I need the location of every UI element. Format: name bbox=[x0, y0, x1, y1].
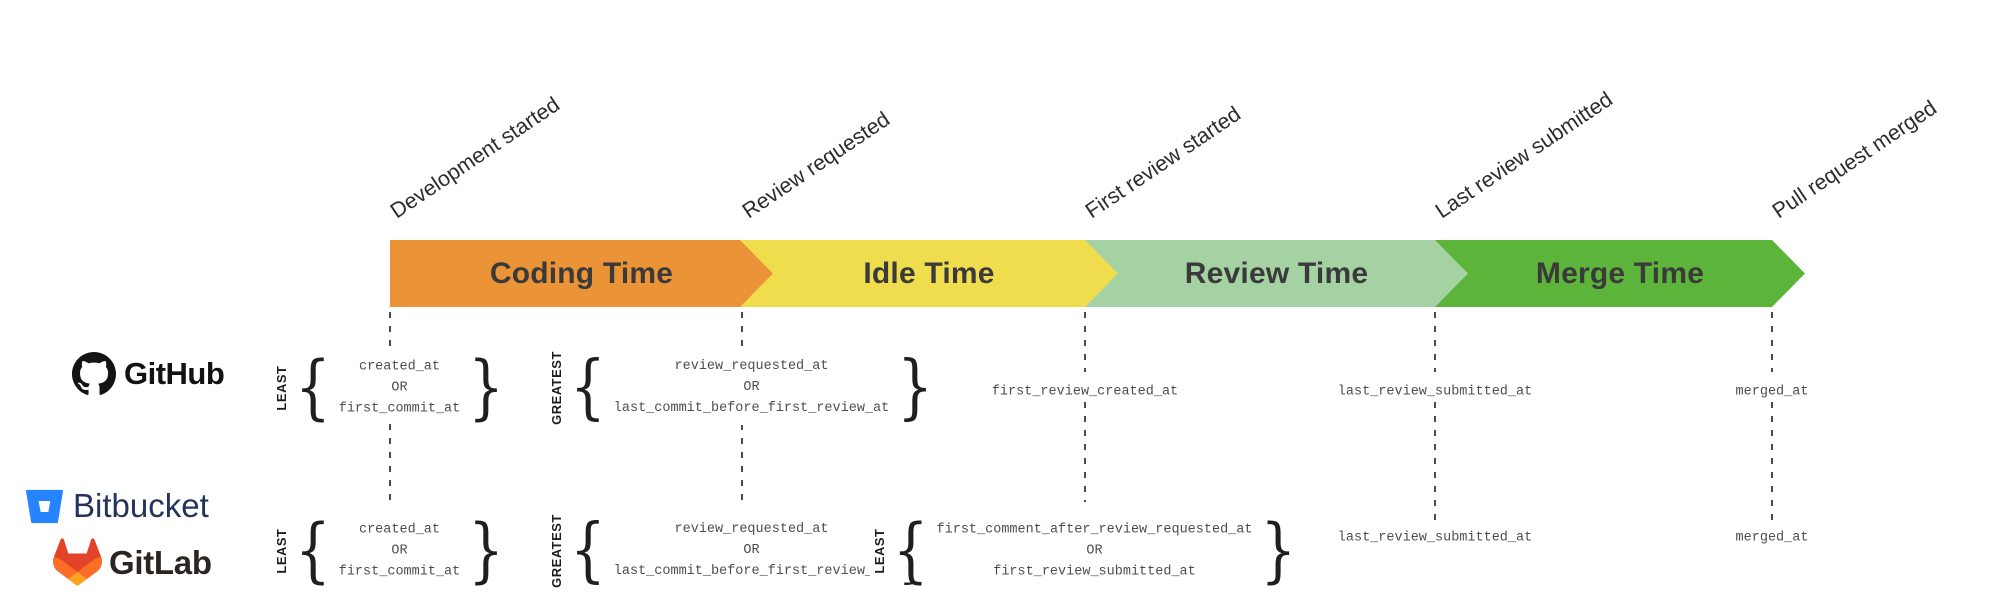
close-brace: } bbox=[897, 346, 933, 428]
bitbucket-gitlab-field-last-review-submitted-at: last_review_submitted_at bbox=[1333, 529, 1537, 547]
segment-coding-time: Coding Time bbox=[390, 240, 773, 307]
milestone-first-review-started: First review started bbox=[1081, 101, 1246, 224]
open-brace: { bbox=[295, 346, 331, 428]
dashed-line-pull-request-merged-top bbox=[1771, 312, 1773, 372]
dashed-line-development-started-top bbox=[389, 312, 391, 352]
or-operator: OR bbox=[391, 543, 408, 559]
field-first-comment-after-review-requested-at: first_comment_after_review_requested_at bbox=[936, 522, 1253, 538]
least-label: LEAST bbox=[274, 365, 290, 411]
open-brace: { bbox=[892, 509, 929, 591]
field-created-at: created_at bbox=[358, 522, 440, 538]
gitlab-logo: GitLab bbox=[52, 537, 212, 589]
segment-merge-time-label: Merge Time bbox=[1535, 256, 1705, 290]
dashed-line-first-review-started-top bbox=[1084, 312, 1086, 372]
or-operator: OR bbox=[391, 380, 408, 396]
field-first-commit-at: first_commit_at bbox=[338, 401, 461, 417]
bitbucket-wordmark: Bitbucket bbox=[73, 487, 209, 524]
github-wordmark: GitHub bbox=[124, 356, 225, 391]
field-last-commit-before-first-review-at: last_commit_before_first_review_at bbox=[613, 401, 890, 417]
dashed-line-first-review-started-bottom bbox=[1084, 402, 1086, 502]
field-review-requested-at: review_requested_at bbox=[674, 359, 829, 375]
github-logo: GitHub bbox=[72, 352, 225, 396]
segment-merge-time: Merge Time bbox=[1435, 240, 1805, 307]
close-brace: } bbox=[468, 509, 504, 591]
or-operator: OR bbox=[743, 380, 760, 396]
github-idle-start-group: GREATEST { review_requested_at OR last_c… bbox=[547, 351, 937, 425]
milestone-pull-request-merged: Pull request merged bbox=[1768, 95, 1941, 224]
milestone-last-review-submitted: Last review submitted bbox=[1431, 86, 1617, 224]
field-first-review-submitted-at: first_review_submitted_at bbox=[993, 564, 1196, 580]
open-brace: { bbox=[570, 509, 606, 591]
bitbucket-bucket-icon bbox=[26, 488, 63, 525]
open-brace: { bbox=[295, 509, 331, 591]
dashed-line-review-requested-bottom bbox=[741, 424, 743, 502]
least-label: LEAST bbox=[274, 528, 290, 574]
milestone-development-started: Development started bbox=[386, 92, 564, 224]
dashed-line-last-review-submitted-bottom bbox=[1434, 402, 1436, 520]
or-operator: OR bbox=[743, 543, 760, 559]
close-brace: } bbox=[468, 346, 504, 428]
greatest-label: GREATEST bbox=[549, 351, 565, 425]
gitlab-wordmark: GitLab bbox=[109, 544, 212, 581]
github-field-merged-at: merged_at bbox=[1731, 383, 1813, 401]
bitbucket-logo: Bitbucket bbox=[26, 487, 209, 525]
dashed-line-last-review-submitted-top bbox=[1434, 312, 1436, 372]
bitbucket-gitlab-review-start-group: LEAST { first_comment_after_review_reque… bbox=[869, 515, 1301, 585]
field-last-commit-before-first-review-at: last_commit_before_first_review_at bbox=[613, 564, 890, 580]
milestone-review-requested: Review requested bbox=[738, 107, 895, 224]
segment-idle-time: Idle Time bbox=[740, 240, 1118, 307]
github-field-first-review-created-at: first_review_created_at bbox=[987, 383, 1183, 401]
least-label: LEAST bbox=[871, 528, 887, 574]
github-field-last-review-submitted-at: last_review_submitted_at bbox=[1333, 383, 1537, 401]
gitlab-tanuki-icon bbox=[52, 537, 103, 589]
or-operator: OR bbox=[1086, 543, 1103, 559]
bitbucket-gitlab-coding-start-group: LEAST { created_at OR first_commit_at } bbox=[272, 515, 508, 585]
segment-review-time: Review Time bbox=[1085, 240, 1468, 307]
dashed-line-review-requested-top bbox=[741, 312, 743, 352]
field-created-at: created_at bbox=[358, 359, 440, 375]
open-brace: { bbox=[570, 346, 606, 428]
segment-coding-time-label: Coding Time bbox=[489, 256, 674, 290]
segment-idle-time-label: Idle Time bbox=[863, 256, 995, 290]
github-octocat-icon bbox=[72, 352, 116, 396]
dashed-line-development-started-bottom bbox=[389, 424, 391, 502]
field-review-requested-at: review_requested_at bbox=[674, 522, 829, 538]
dashed-line-pull-request-merged-bottom bbox=[1771, 402, 1773, 520]
greatest-label: GREATEST bbox=[549, 514, 565, 588]
segment-review-time-label: Review Time bbox=[1184, 256, 1369, 290]
github-coding-start-group: LEAST { created_at OR first_commit_at } bbox=[272, 352, 508, 422]
bitbucket-gitlab-field-merged-at: merged_at bbox=[1731, 529, 1813, 547]
field-first-commit-at: first_commit_at bbox=[338, 564, 461, 580]
close-brace: } bbox=[1260, 509, 1297, 591]
